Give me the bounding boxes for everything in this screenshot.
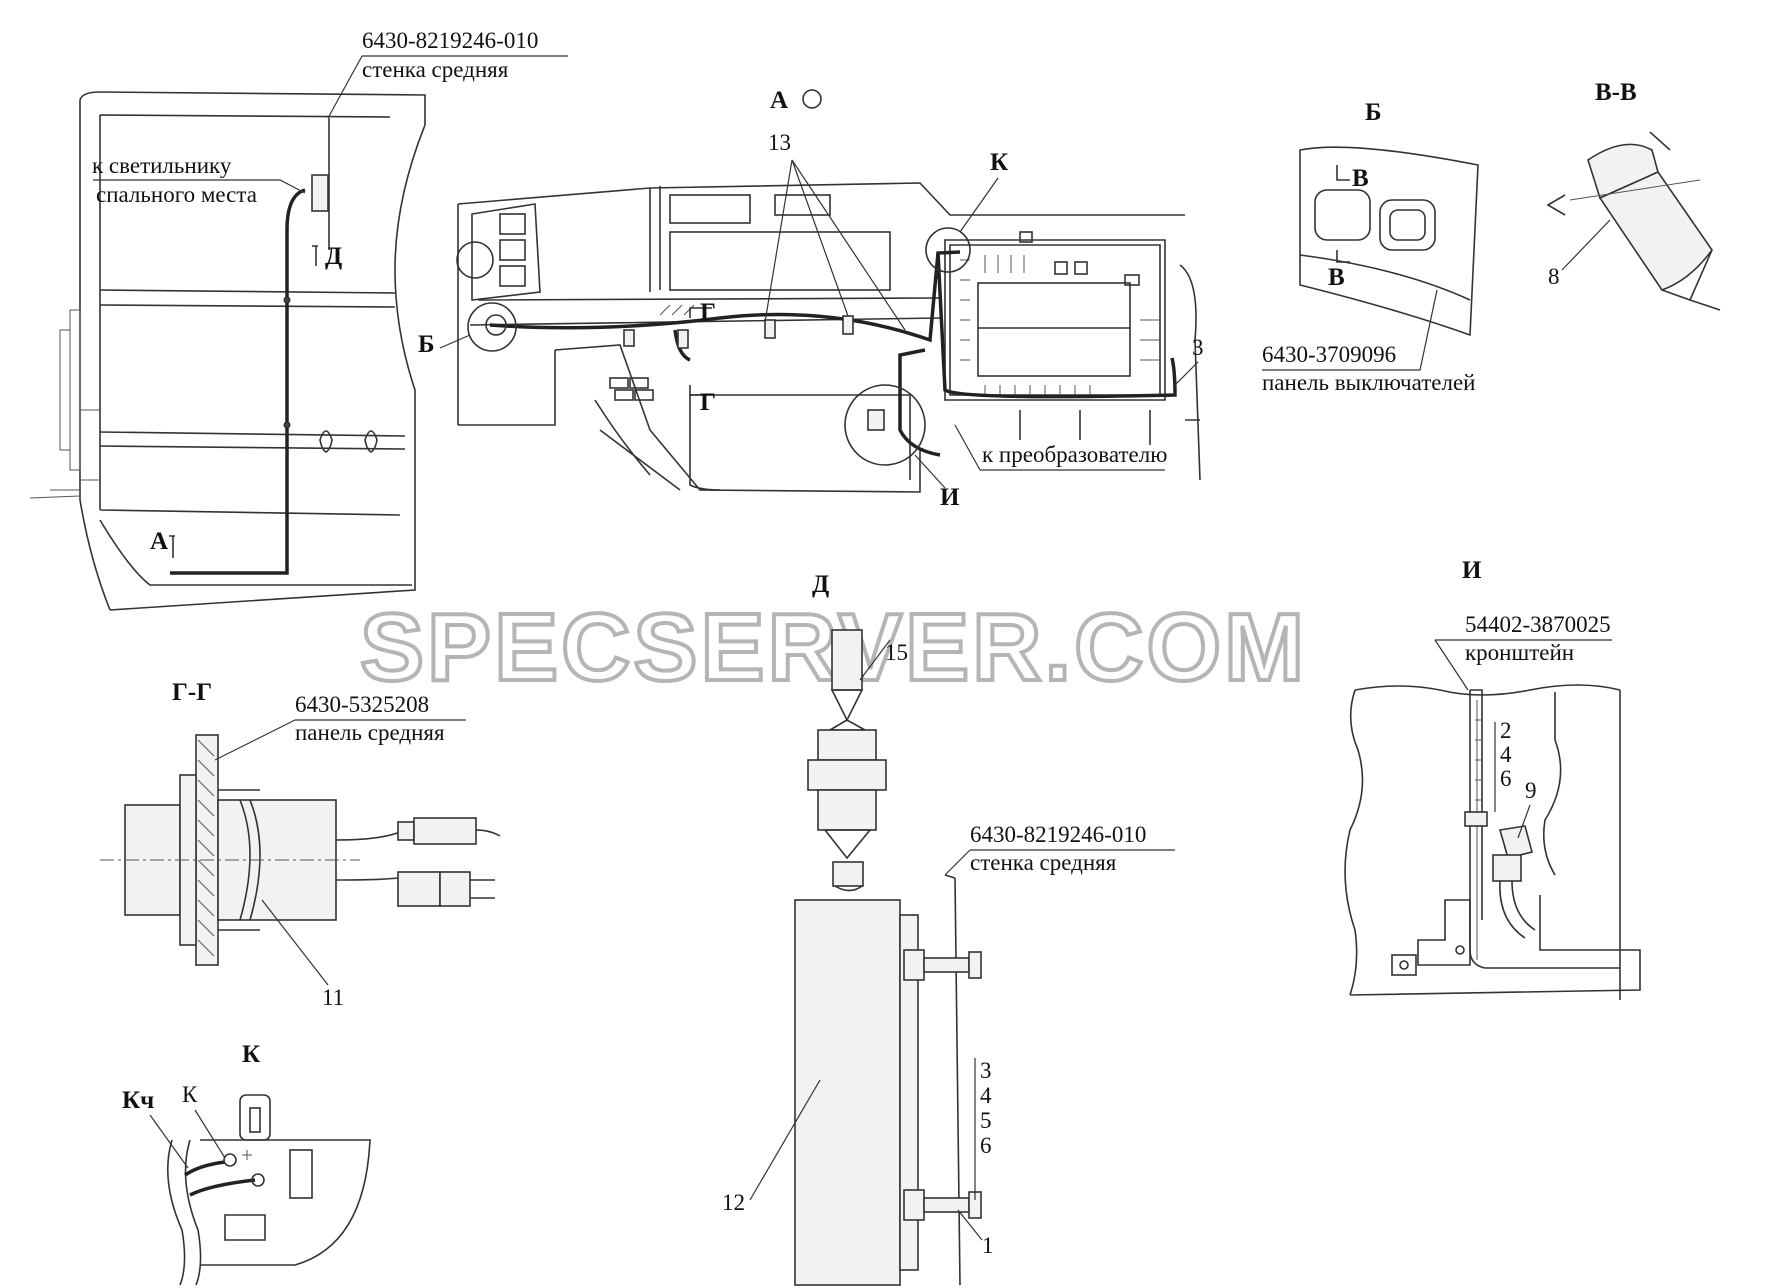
cut-label-d: Д bbox=[325, 243, 342, 270]
bracket-part-name: кронштейн bbox=[1465, 640, 1574, 665]
view-i: И 54402-3870025 кронштейн 2 4 6 9 bbox=[1344, 557, 1641, 1000]
view-i-title: И bbox=[1462, 557, 1482, 584]
stack-6b: 6 bbox=[1500, 766, 1512, 791]
view-gg: Г-Г 6430-5325208 панель средняя 11 bbox=[100, 679, 501, 1010]
view-vv: В-В 8 bbox=[1546, 79, 1721, 311]
view-a: А bbox=[418, 87, 1204, 511]
stack-4b: 4 bbox=[1500, 742, 1512, 767]
callout-b: Б bbox=[418, 331, 435, 358]
mid-panel-part-name: панель средняя bbox=[295, 720, 445, 745]
callout-1: 1 bbox=[982, 1233, 994, 1258]
mid-panel-part-number: 6430-5325208 bbox=[295, 692, 429, 717]
stack-6: 6 bbox=[980, 1133, 992, 1158]
main-left-view: Д А к светильнику спального места 6430-8… bbox=[29, 28, 568, 611]
view-d-title: Д bbox=[812, 571, 829, 598]
callout-3: 3 bbox=[1192, 335, 1204, 360]
callout-11: 11 bbox=[322, 985, 344, 1010]
stack-3: 3 bbox=[980, 1058, 992, 1083]
stack-5: 5 bbox=[980, 1108, 992, 1133]
bracket-part-number: 54402-3870025 bbox=[1465, 612, 1611, 637]
unit-wall-part-name: стенка средняя bbox=[970, 850, 1117, 875]
view-a-title: А bbox=[770, 87, 788, 114]
callout-12: 12 bbox=[722, 1190, 745, 1215]
switch-panel-part-name: панель выключателей bbox=[1262, 370, 1475, 395]
wall-part-name: стенка средняя bbox=[362, 57, 509, 82]
unit-wall-part-number: 6430-8219246-010 bbox=[970, 822, 1146, 847]
view-d: Д 15 6430-8219246-010 стенка средняя 3 4… bbox=[722, 571, 1175, 1286]
view-b: Б В В 6430-3709096 панель выключателей bbox=[1262, 99, 1479, 395]
callout-k: К bbox=[990, 149, 1008, 176]
callout-8: 8 bbox=[1548, 264, 1560, 289]
cut-v-top: В bbox=[1352, 165, 1369, 192]
callout-i: И bbox=[940, 484, 960, 511]
label-kch: Кч bbox=[122, 1087, 154, 1114]
switch-panel-part-number: 6430-3709096 bbox=[1262, 342, 1396, 367]
stack-4: 4 bbox=[980, 1083, 992, 1108]
lamp-note-line1: к светильнику bbox=[92, 153, 232, 178]
label-k: К bbox=[182, 1082, 198, 1107]
callout-13: 13 bbox=[768, 130, 791, 155]
lamp-note-line2: спального места bbox=[96, 182, 257, 207]
callout-15: 15 bbox=[885, 640, 908, 665]
cut-label-a: А bbox=[150, 528, 168, 555]
view-b-title: Б bbox=[1365, 99, 1382, 126]
wall-part-number: 6430-8219246-010 bbox=[362, 28, 538, 53]
cut-v-bottom: В bbox=[1328, 264, 1345, 291]
stack-2: 2 bbox=[1500, 718, 1512, 743]
callout-g-top: Г bbox=[700, 299, 716, 326]
converter-note: к преобразователю bbox=[982, 442, 1167, 467]
view-k: К Кч К bbox=[122, 1041, 371, 1286]
view-gg-title: Г-Г bbox=[172, 679, 212, 706]
view-vv-title: В-В bbox=[1595, 79, 1637, 106]
callout-9: 9 bbox=[1525, 778, 1537, 803]
callout-g-bottom: Г bbox=[700, 389, 716, 416]
view-k-title: К bbox=[242, 1041, 260, 1068]
